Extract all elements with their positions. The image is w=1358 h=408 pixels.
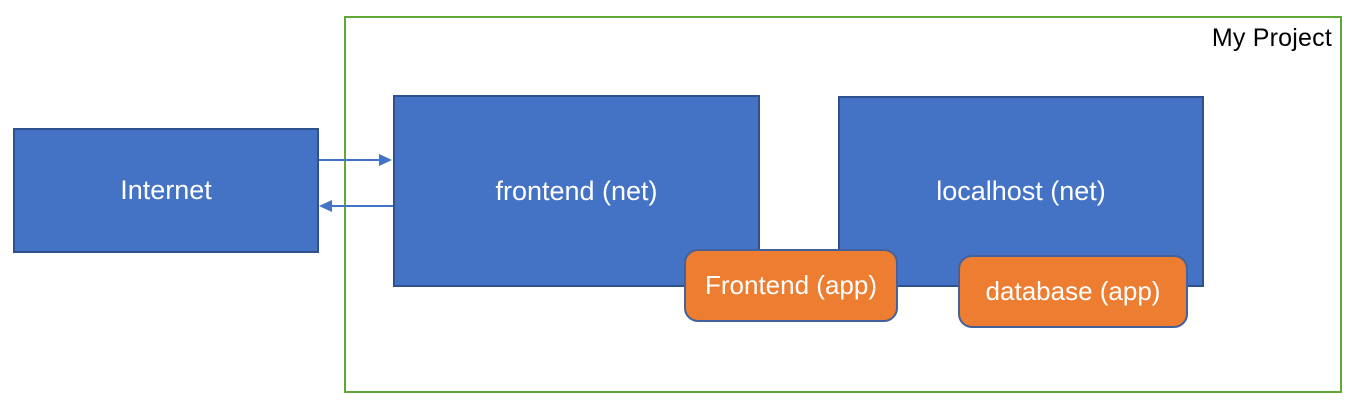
frontend-app-node-label: Frontend (app) bbox=[705, 270, 877, 300]
internet-node-label: Internet bbox=[120, 175, 212, 205]
arrow-internet-to-frontend-head bbox=[379, 154, 392, 166]
frontend-net-node-label: frontend (net) bbox=[495, 175, 658, 206]
database-app-node: database (app) bbox=[958, 255, 1188, 328]
frontend-app-node: Frontend (app) bbox=[684, 249, 898, 322]
project-title: My Project bbox=[1211, 24, 1332, 52]
project-container bbox=[344, 16, 1342, 393]
arrow-frontend-to-internet-line bbox=[331, 205, 393, 207]
internet-node: Internet bbox=[13, 128, 319, 253]
arrow-frontend-to-internet-head bbox=[319, 200, 332, 212]
arrow-internet-to-frontend-line bbox=[319, 159, 380, 161]
database-app-node-label: database (app) bbox=[985, 276, 1161, 306]
localhost-net-node-label: localhost (net) bbox=[936, 176, 1106, 206]
